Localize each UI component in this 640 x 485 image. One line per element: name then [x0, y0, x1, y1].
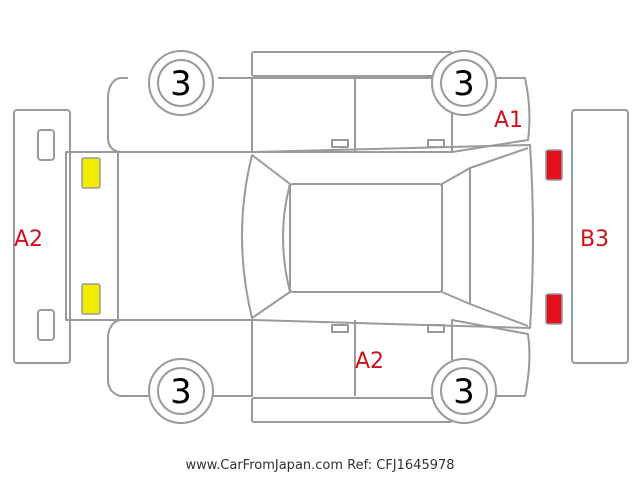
wheel-condition-label: 3 [453, 372, 475, 412]
wheel-rear-right: 3 [431, 358, 497, 424]
wheel-rim-circle [440, 367, 488, 415]
damage-code-front-bumper: A2 [14, 227, 43, 252]
rear-lamp-bottom [545, 293, 563, 325]
wheels: 3 3 3 3 [148, 50, 497, 424]
wheel-condition-label: 3 [170, 372, 192, 412]
wheel-front-left: 3 [148, 50, 214, 116]
rear-lamp-top [545, 149, 563, 181]
wheel-rear-left: 3 [431, 50, 497, 116]
damage-code-side-doors: A2 [355, 349, 384, 374]
front-lamp-bottom [81, 283, 101, 315]
damage-code-rear-bumper: B3 [580, 227, 609, 252]
front-lamp-top [81, 157, 101, 189]
front-bumper [13, 109, 71, 364]
lamps [81, 149, 563, 325]
wheel-condition-label: 3 [453, 64, 475, 104]
wheel-rim-circle [157, 367, 205, 415]
wheel-rim-circle [440, 59, 488, 107]
damage-code-rear-fender: A1 [494, 108, 523, 133]
wheel-condition-label: 3 [170, 64, 192, 104]
footer-reference: www.CarFromJapan.com Ref: CFJ1645978 [185, 458, 455, 473]
wheel-front-right: 3 [148, 358, 214, 424]
rear-bumper [571, 109, 629, 364]
car-body-top-view [65, 144, 534, 329]
wheel-rim-circle [157, 59, 205, 107]
